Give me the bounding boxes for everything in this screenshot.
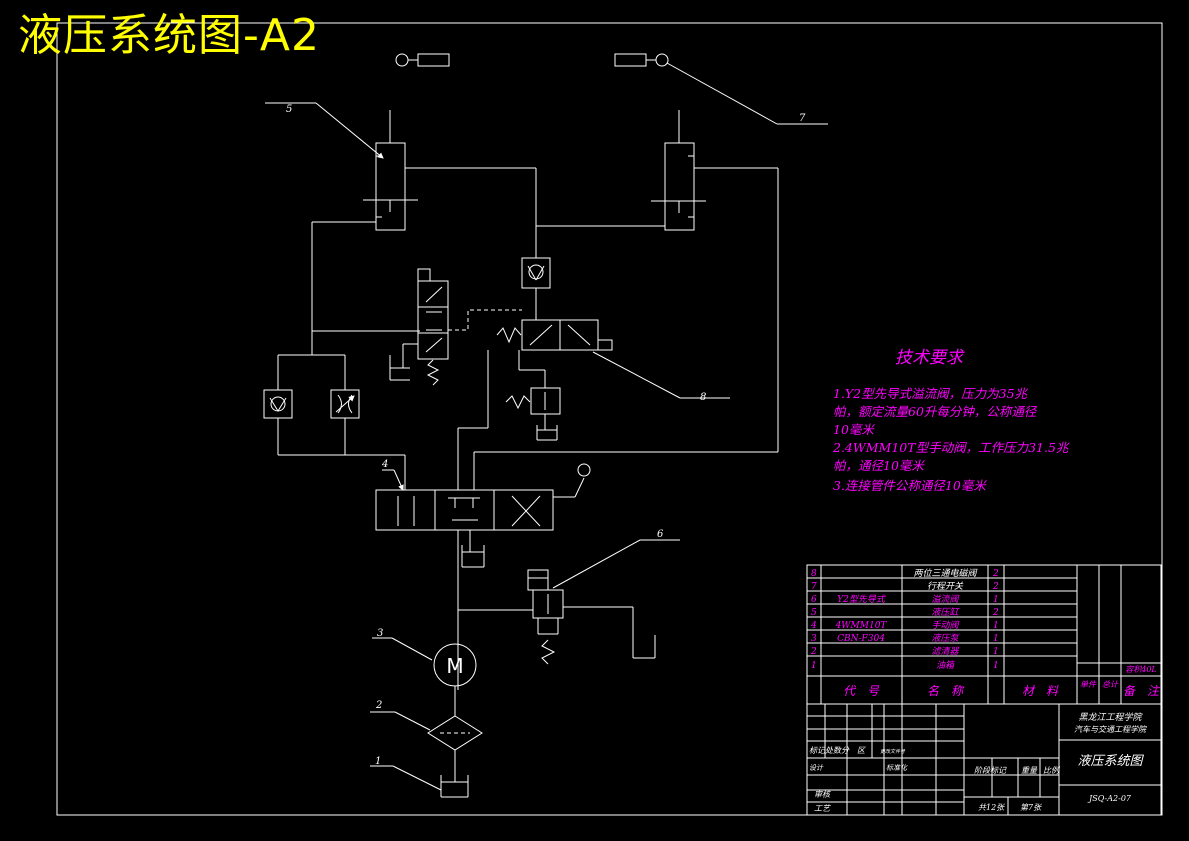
svg-text:单件: 单件 xyxy=(1080,680,1097,689)
svg-text:代 号: 代 号 xyxy=(843,684,880,698)
filter-2 xyxy=(370,711,483,782)
parts-row: 3 CBN-F304 液压泵 1 xyxy=(811,633,999,644)
callout-4: 4 xyxy=(381,459,388,470)
hydraulic-cylinder-left xyxy=(265,102,418,231)
drawing-frame xyxy=(56,22,1163,816)
solenoid-valve-8 xyxy=(496,319,730,399)
svg-text:液压系统图: 液压系统图 xyxy=(1077,754,1144,769)
svg-text:3: 3 xyxy=(811,634,817,644)
svg-text:1: 1 xyxy=(993,595,999,605)
svg-text:1: 1 xyxy=(993,621,999,631)
svg-text:6: 6 xyxy=(811,595,817,605)
svg-text:8: 8 xyxy=(811,569,817,579)
parts-row: 2 滤清器 1 xyxy=(810,646,999,657)
title-block-text: 黑龙江工程学院 汽车与交通工程学院 液压系统图 JSQ-A2-07 标记处数分 … xyxy=(809,712,1148,813)
svg-text:1: 1 xyxy=(993,647,999,657)
tech-requirement-line: 10毫米 xyxy=(833,422,874,437)
tank-under-valve xyxy=(461,545,485,568)
parts-row: 5 液压缸 2 xyxy=(811,607,999,618)
svg-text:审核: 审核 xyxy=(814,790,832,799)
svg-text:重量: 重量 xyxy=(1021,766,1038,775)
svg-text:汽车与交通工程学院: 汽车与交通工程学院 xyxy=(1074,725,1148,734)
tech-requirements-heading: 技术要求 xyxy=(895,348,963,368)
svg-text:名 称: 名 称 xyxy=(927,684,965,698)
svg-text:2: 2 xyxy=(810,647,817,657)
callout-7: 7 xyxy=(799,113,806,124)
callout-8: 8 xyxy=(700,392,706,403)
svg-text:行程开关: 行程开关 xyxy=(927,581,964,592)
svg-text:液压缸: 液压缸 xyxy=(931,607,960,618)
svg-text:溢流阀: 溢流阀 xyxy=(931,594,959,605)
svg-text:1: 1 xyxy=(993,634,999,644)
tech-requirement-line: 3.连接管件公称通径10毫米 xyxy=(833,478,986,493)
svg-text:CBN-F304: CBN-F304 xyxy=(837,634,885,644)
tech-requirement-line: 帕，通径10毫米 xyxy=(833,458,924,473)
hydraulic-cylinder-right xyxy=(651,110,706,231)
svg-text:2: 2 xyxy=(992,569,999,579)
relief-valve-upper xyxy=(505,387,561,441)
svg-text:黑龙江工程学院: 黑龙江工程学院 xyxy=(1078,712,1143,723)
parts-row: 1 油箱 1 容积40L xyxy=(811,660,1157,674)
callout-6: 6 xyxy=(657,529,664,540)
svg-text:更改文件号: 更改文件号 xyxy=(880,748,906,755)
parts-row: 8 两位三通电磁阀 2 xyxy=(811,568,999,579)
callout-1: 1 xyxy=(375,756,381,767)
svg-text:材 料: 材 料 xyxy=(1022,684,1059,698)
parts-row: 6 Y2型先导式 溢流阀 1 xyxy=(811,594,999,605)
svg-text:2: 2 xyxy=(992,608,999,618)
tech-requirement-line: 帕，额定流量60升每分钟，公称通径 xyxy=(833,404,1037,419)
svg-text:阶段标记: 阶段标记 xyxy=(974,766,1007,775)
svg-text:标准化: 标准化 xyxy=(886,764,908,772)
check-valve-top xyxy=(521,257,551,320)
motor-pump-3 xyxy=(372,637,477,716)
svg-text:4WMM10T: 4WMM10T xyxy=(835,621,888,631)
manual-valve-4 xyxy=(375,463,591,531)
callout-2: 2 xyxy=(375,700,382,711)
limit-switch-left xyxy=(395,53,450,67)
tech-requirement-line: 2.4WMM10T型手动阀，工作压力31.5兆 xyxy=(833,440,1069,455)
pipe-network xyxy=(277,167,779,690)
svg-text:5: 5 xyxy=(811,608,817,618)
parts-row: 4 4WMM10T 手动阀 1 xyxy=(810,620,999,631)
svg-text:油箱: 油箱 xyxy=(936,660,956,671)
svg-text:1: 1 xyxy=(993,661,999,671)
svg-text:总计: 总计 xyxy=(1102,680,1119,689)
oil-tank-1 xyxy=(370,765,469,798)
callout-5: 5 xyxy=(286,104,292,115)
svg-text:共12张: 共12张 xyxy=(978,803,1005,812)
svg-text:两位三通电磁阀: 两位三通电磁阀 xyxy=(913,568,977,579)
svg-text:JSQ-A2-07: JSQ-A2-07 xyxy=(1087,794,1132,803)
svg-text:7: 7 xyxy=(811,582,817,592)
svg-text:第7张: 第7张 xyxy=(1020,803,1042,812)
svg-text:手动阀: 手动阀 xyxy=(931,620,959,631)
motor-label: M xyxy=(446,654,463,678)
svg-text:Y2型先导式: Y2型先导式 xyxy=(837,594,886,605)
svg-text:比例: 比例 xyxy=(1043,766,1061,775)
left-directional-valve xyxy=(389,268,449,386)
parts-row: 7 行程开关 2 xyxy=(811,581,999,592)
svg-text:工艺: 工艺 xyxy=(814,804,831,813)
svg-text:备 注: 备 注 xyxy=(1123,684,1161,698)
relief-valve-6 xyxy=(527,539,680,665)
pilot-line xyxy=(448,309,522,331)
svg-text:液压泵: 液压泵 xyxy=(931,633,959,644)
parts-list-table xyxy=(806,564,1162,705)
title-block xyxy=(806,703,1162,816)
throttle-valve xyxy=(330,389,360,419)
drawing-title: 液压系统图-A2 xyxy=(18,10,320,61)
callout-3: 3 xyxy=(377,628,383,639)
parts-list-text: 8 两位三通电磁阀 2 7 行程开关 2 6 Y2型先导式 溢流阀 1 5 液压… xyxy=(810,568,1161,698)
svg-text:4: 4 xyxy=(810,621,817,631)
svg-text:容积40L: 容积40L xyxy=(1125,665,1157,674)
svg-text:1: 1 xyxy=(811,661,817,671)
svg-text:2: 2 xyxy=(992,582,999,592)
svg-text:滤清器: 滤清器 xyxy=(931,646,959,657)
svg-text:设计: 设计 xyxy=(809,764,824,772)
check-valve-left xyxy=(263,389,293,419)
svg-text:标记处数分 区: 标记处数分 区 xyxy=(809,746,866,755)
limit-switch-right xyxy=(614,53,828,125)
tech-requirement-line: 1.Y2型先导式溢流阀，压力为35兆 xyxy=(833,386,1028,401)
